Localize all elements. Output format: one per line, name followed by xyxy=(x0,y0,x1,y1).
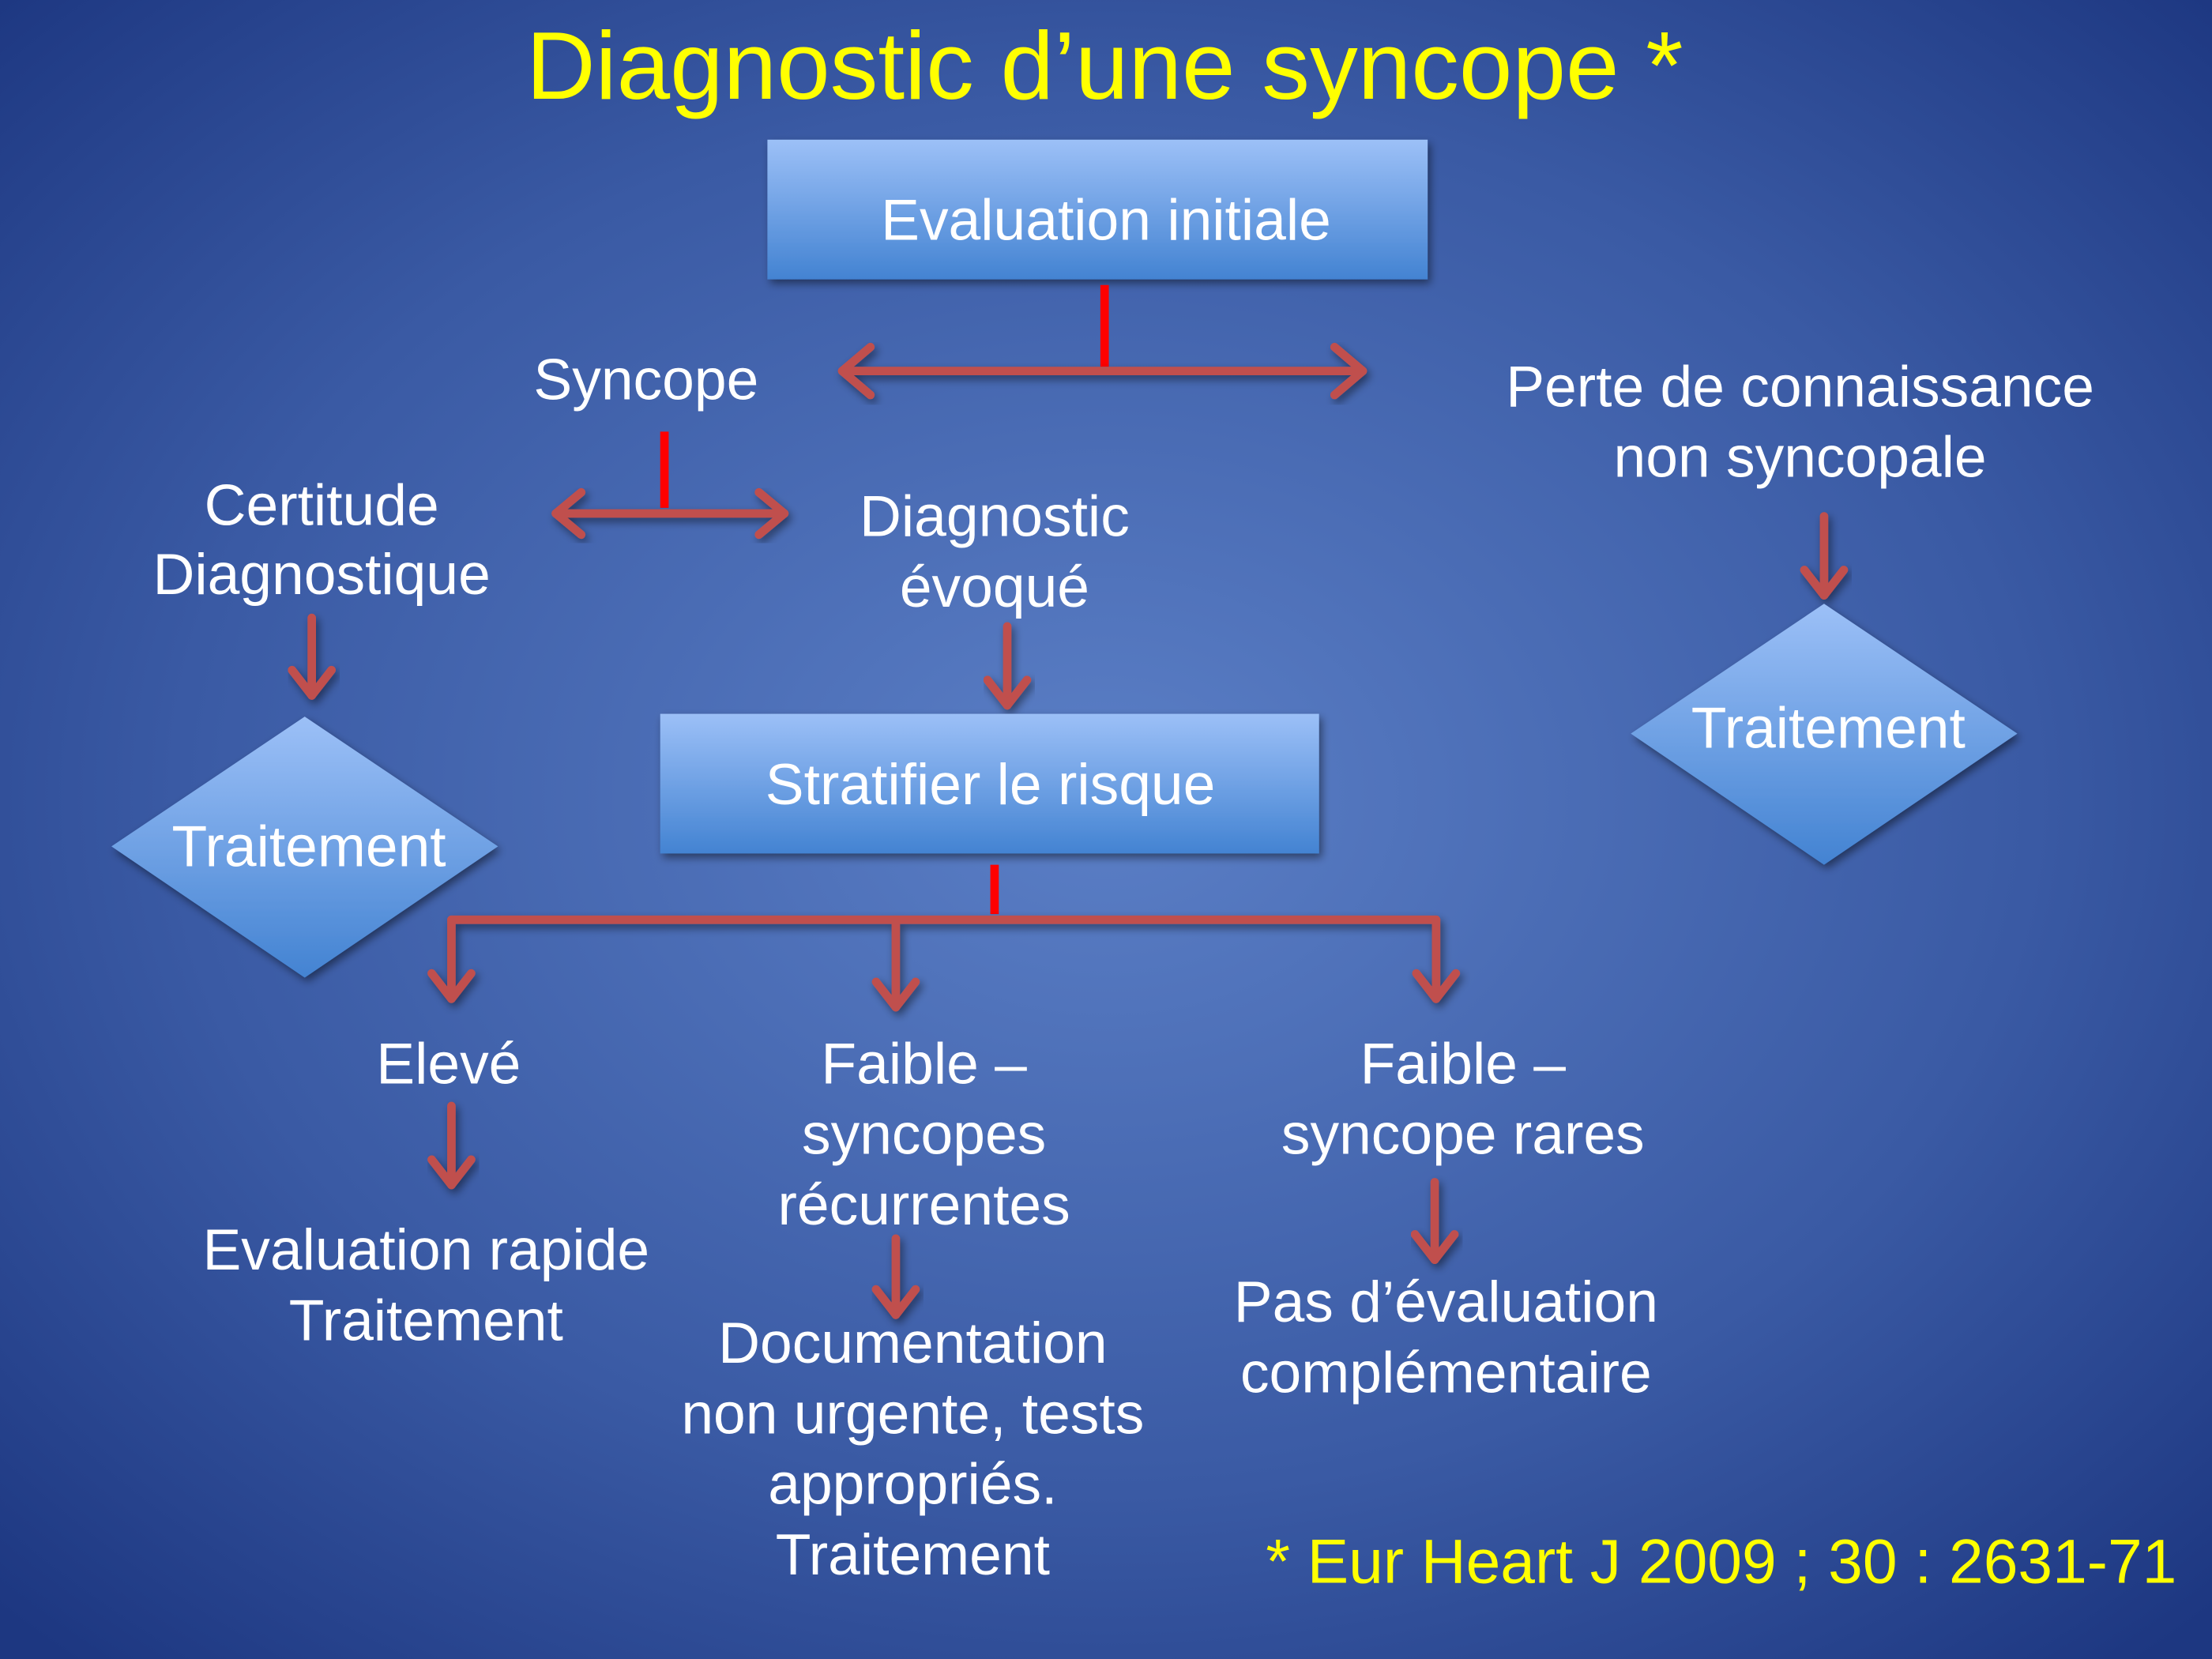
arrow-down-diagnostic xyxy=(983,622,1032,710)
box-label: Stratifier le risque xyxy=(766,752,1216,817)
arrow-down-eleve xyxy=(427,1101,476,1190)
label-evaluation-rapide-line2: Traitement xyxy=(289,1288,563,1352)
label-diagnostic-line2: évoqué xyxy=(900,555,1089,619)
box-evaluation-initiale: Evaluation initiale xyxy=(767,139,1428,280)
label-documentation-line2: non urgente, tests xyxy=(681,1381,1144,1446)
label-pas-evaluation-line2: complémentaire xyxy=(1240,1341,1652,1405)
label-certitude-line2: Diagnostique xyxy=(152,542,490,607)
label-faible-recurrentes-line3: récurrentes xyxy=(778,1172,1070,1237)
double-arrow-certitude-diagnostic xyxy=(551,487,789,540)
label-faible-recurrentes-line2: syncopes xyxy=(802,1102,1046,1167)
box-stratifier: Stratifier le risque xyxy=(660,713,1319,854)
label-documentation-line1: Documentation xyxy=(718,1311,1107,1375)
double-arrow-syncope-perte xyxy=(837,342,1367,400)
diamond-traitement-left: Traitement xyxy=(111,717,498,978)
box-label: Evaluation initiale xyxy=(881,188,1331,253)
label-faible-rares-line2: syncope rares xyxy=(1281,1102,1645,1167)
arrow-down-certitude xyxy=(288,613,336,700)
arrow-down-perte xyxy=(1800,512,1849,600)
diamond-traitement-right: Traitement xyxy=(1631,604,2018,865)
arrow-down-recurrentes xyxy=(871,1234,920,1319)
reference-footnote: * Eur Heart J 2009 ; 30 : 2631-71 xyxy=(1266,1527,2176,1597)
label-evaluation-rapide-line1: Evaluation rapide xyxy=(202,1217,649,1282)
branch-arrows-risk xyxy=(427,915,1461,1012)
label-documentation-line3: appropriés. xyxy=(768,1452,1057,1517)
label-diagnostic-line1: Diagnostic xyxy=(860,484,1130,549)
label-certitude-line1: Certitude xyxy=(205,472,439,537)
slide-title: Diagnostic d’une syncope * xyxy=(526,12,1683,119)
diamond-label: Traitement xyxy=(1691,695,1966,760)
label-perte-line1: Perte de connaissance xyxy=(1506,354,2094,419)
arrow-down-rares xyxy=(1410,1178,1459,1265)
label-faible-recurrentes-line1: Faible – xyxy=(821,1031,1027,1096)
label-perte-line2: non syncopale xyxy=(1614,425,1987,490)
label-syncope: Syncope xyxy=(533,347,758,412)
label-documentation-line4: Traitement xyxy=(776,1522,1050,1587)
diamond-label: Traitement xyxy=(171,814,446,878)
label-eleve: Elevé xyxy=(376,1031,521,1096)
label-faible-rares-line1: Faible – xyxy=(1360,1031,1567,1096)
label-pas-evaluation-line1: Pas d’évaluation xyxy=(1234,1270,1658,1334)
